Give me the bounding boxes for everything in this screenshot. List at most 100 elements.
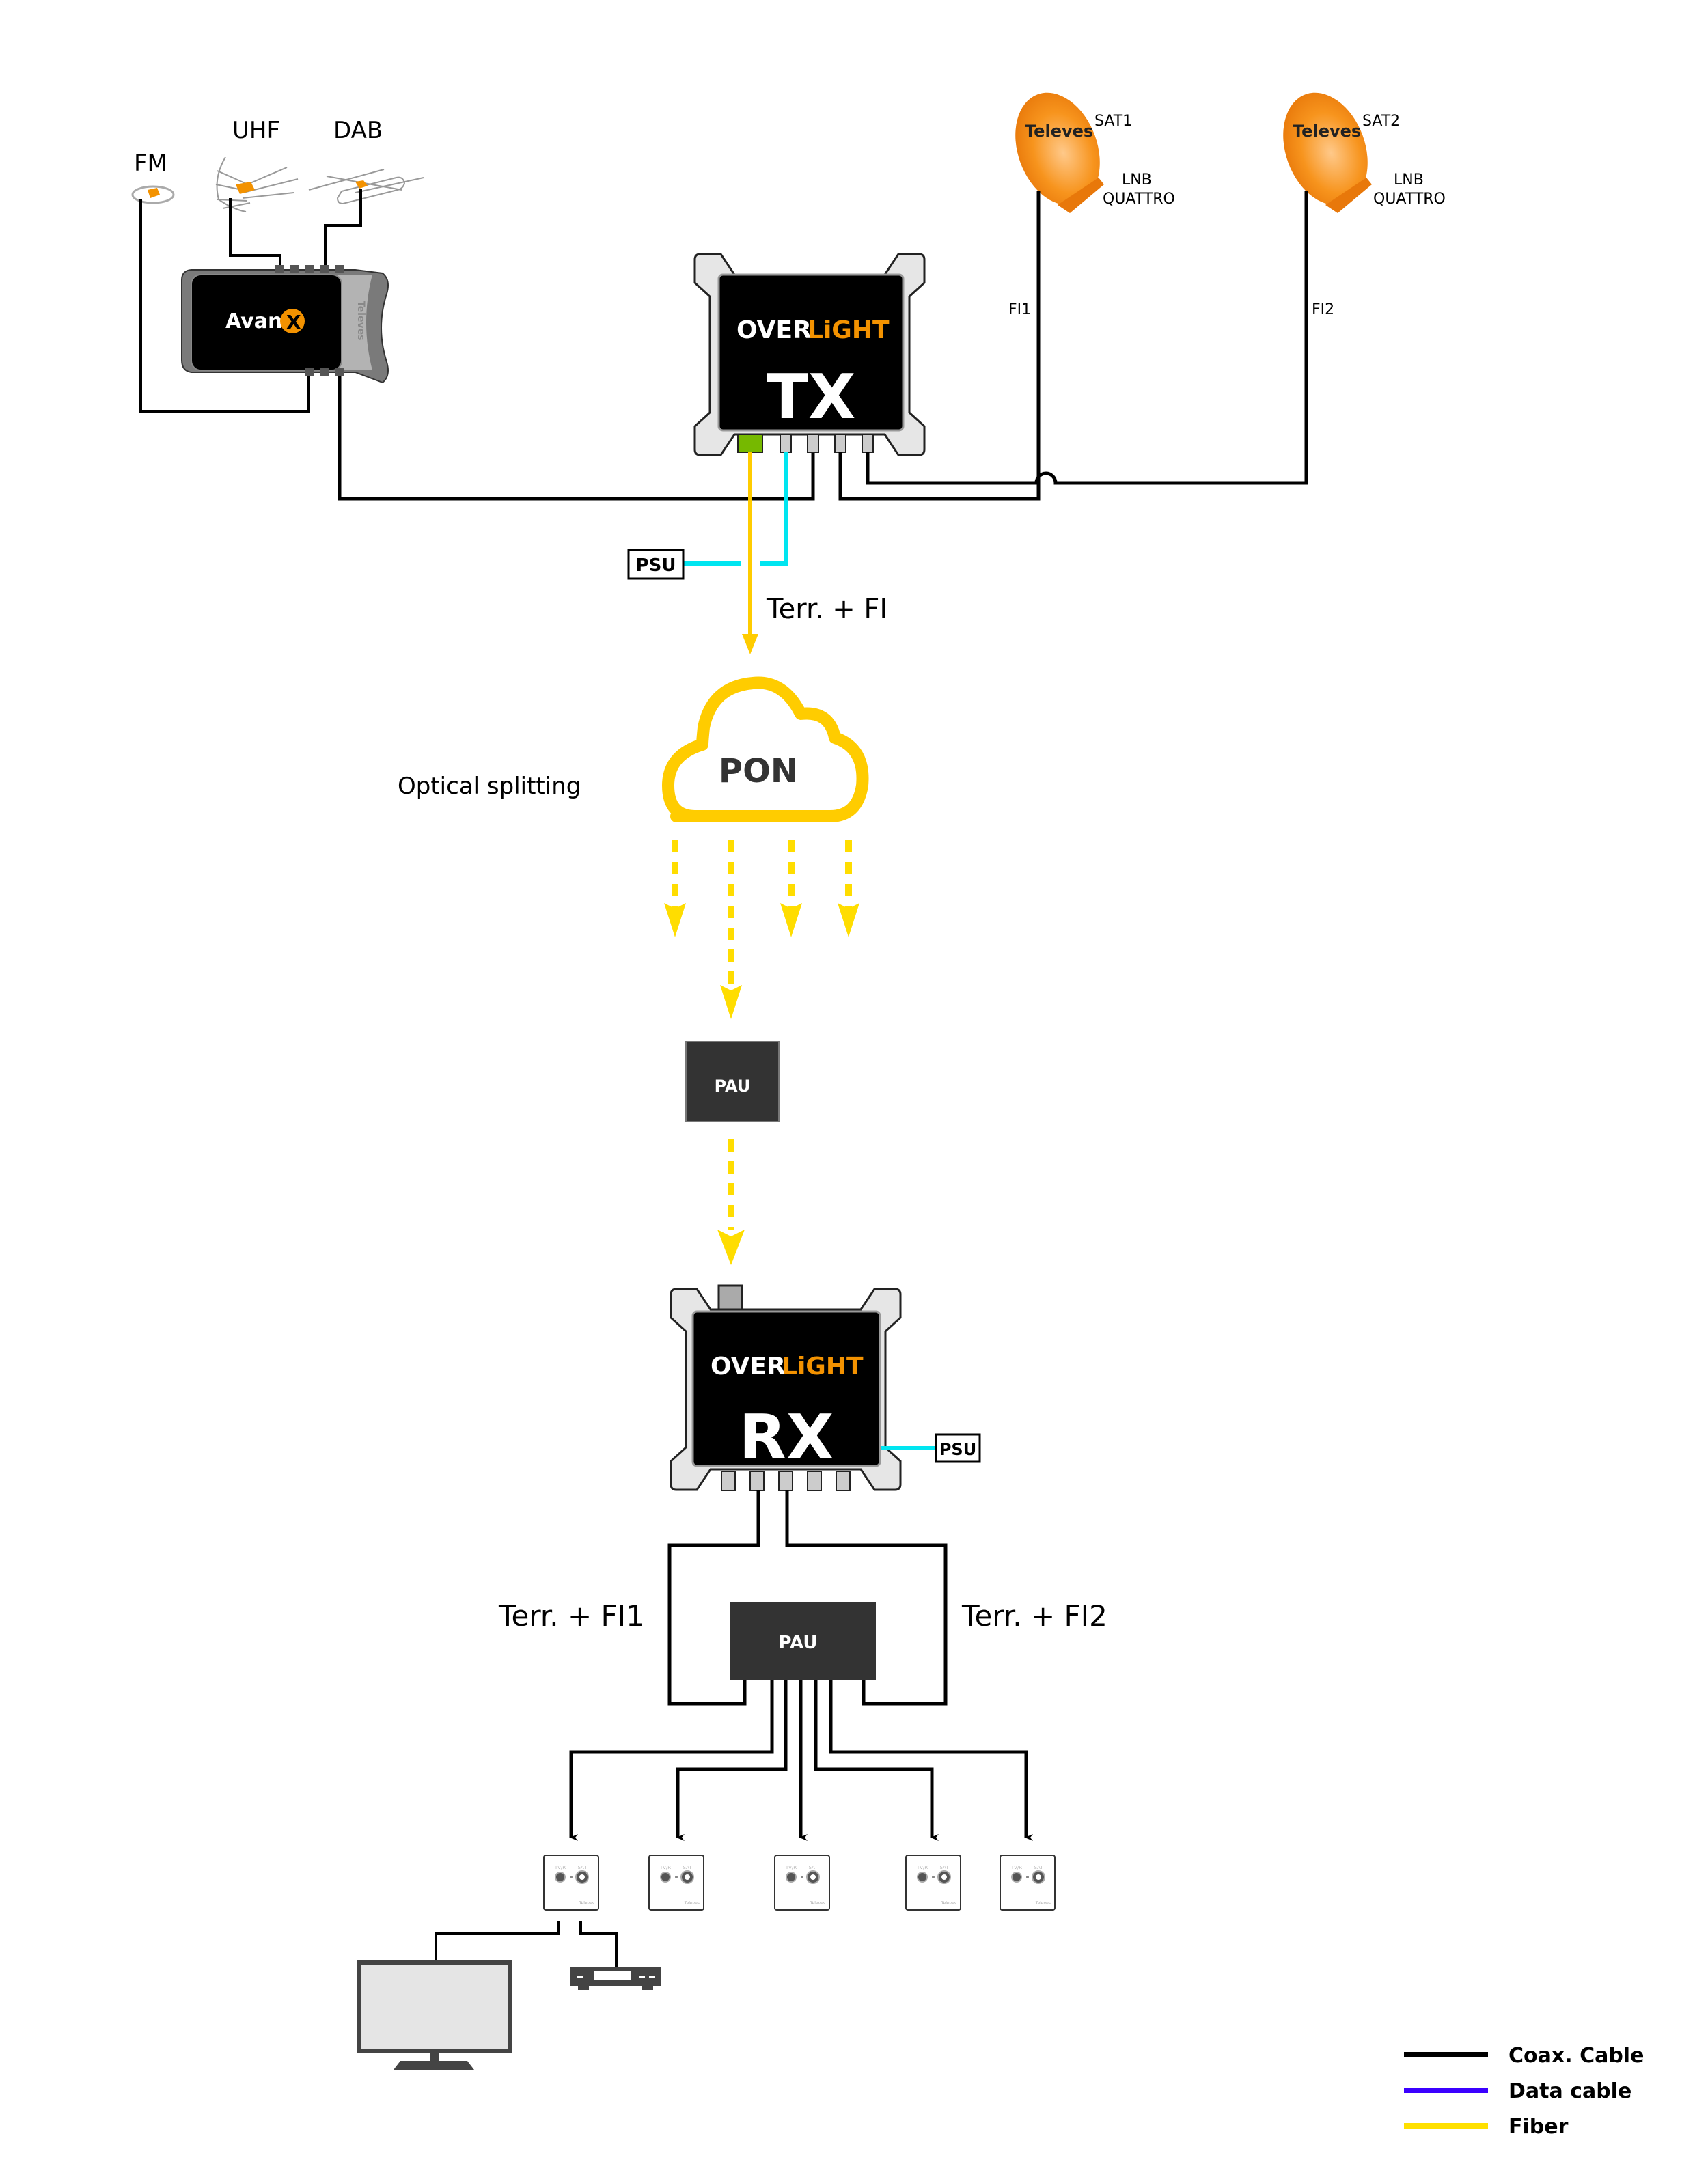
- headend-output-ports: [305, 368, 344, 376]
- split-arrow-1-icon: [664, 903, 686, 937]
- split-arrow-2-icon: [720, 985, 742, 1019]
- optical-splitting-label: Optical splitting: [398, 773, 581, 800]
- svg-text:LNB: LNB: [1394, 171, 1424, 189]
- fm-connector-icon: [148, 188, 160, 198]
- wall-socket: TV/R SAT Televes: [905, 1855, 961, 1911]
- uhf-cable: [229, 198, 281, 268]
- tx-fi1-port: [834, 434, 846, 453]
- socket-port2-label: SAT: [577, 1865, 587, 1870]
- socket-port1-label: TV/R: [785, 1865, 797, 1870]
- tx-power-cable: [683, 452, 788, 566]
- legend-label: Data cable: [1509, 2079, 1631, 2103]
- socket-to-stb-cable: [579, 1921, 618, 1967]
- socket-port2-label: SAT: [1034, 1865, 1043, 1870]
- socket-plate-icon: [905, 1855, 961, 1911]
- uhf-antenna-icon: [215, 156, 299, 212]
- cloud-icon: [662, 676, 869, 822]
- rx-output-right-label: Terr. + FI2: [961, 1599, 1107, 1633]
- tv-screen-icon: [357, 1960, 512, 2053]
- tv: [357, 1960, 512, 2070]
- wall-socket: TV/R SAT Televes: [1000, 1855, 1056, 1911]
- tv-port-icon: [555, 1872, 566, 1883]
- pau-coax-label: PAU: [778, 1633, 817, 1653]
- sat-dish-2: Televes SAT2 LNB QUATTRO FI2: [1283, 92, 1446, 318]
- socket-brand: Televes: [684, 1901, 700, 1906]
- overlight-rx: OVER LiGHT RX: [670, 1284, 902, 1491]
- dab-antenna: DAB: [308, 117, 424, 205]
- fiber-arrow-icon: [742, 634, 758, 654]
- distribution-cables: [569, 1680, 1033, 1841]
- overlight-tx: OVER LiGHT TX: [693, 253, 926, 456]
- socket-plate-icon: [774, 1855, 830, 1911]
- rx-output-left-label: Terr. + FI1: [498, 1599, 644, 1633]
- tx-logo-over: OVER: [736, 316, 812, 344]
- tx-psu-label: PSU: [636, 555, 676, 576]
- fi2-cable: [866, 191, 1308, 485]
- tv-port-icon: [786, 1872, 797, 1883]
- rx-fiber-connector: [717, 1284, 743, 1313]
- tx-fiber-port: [737, 434, 763, 453]
- set-top-box: [570, 1967, 661, 1990]
- headend-side-brand: Televes: [355, 301, 366, 340]
- rx-output-fi2-cable: [785, 1490, 948, 1706]
- socket-port1-label: TV/R: [916, 1865, 928, 1870]
- dab-label: DAB: [333, 117, 383, 144]
- fi1-label: FI1: [1008, 301, 1031, 318]
- dish-icon: [1015, 92, 1100, 206]
- pau-coax: [730, 1602, 876, 1680]
- dish-icon: [1283, 92, 1368, 206]
- avantx-logo-mark-icon: [280, 309, 305, 333]
- rx-port-1: [721, 1471, 736, 1491]
- socket-brand: Televes: [1035, 1901, 1051, 1906]
- rx-port-2: [749, 1471, 765, 1491]
- fm-antenna: FM: [131, 150, 175, 204]
- pau-fiber: [685, 1041, 780, 1122]
- fm-label: FM: [134, 150, 167, 177]
- sat2-label: SAT2: [1362, 113, 1400, 130]
- rx-logo-light: LiGHT: [782, 1353, 864, 1381]
- pau-fiber-label: PAU: [715, 1077, 751, 1096]
- socket-port1-label: TV/R: [659, 1865, 671, 1870]
- svg-text:QUATTRO: QUATTRO: [1103, 191, 1175, 208]
- split-arrow-3-icon: [780, 903, 802, 937]
- svg-text:Televes: Televes: [1025, 122, 1093, 141]
- rx-model-label: RX: [739, 1402, 834, 1473]
- tx-terr-port: [807, 434, 819, 453]
- split-outputs: [664, 840, 859, 1019]
- avantx-headend: Avant X Televes: [181, 265, 389, 384]
- dab-antenna-icon: [308, 169, 424, 205]
- fm-cable: [139, 199, 310, 413]
- pon-cloud: PON: [662, 676, 869, 822]
- socket-brand: Televes: [941, 1901, 956, 1906]
- socket-plate-icon: [543, 1855, 599, 1911]
- headend-to-tx-cable: [338, 376, 815, 501]
- socket-port1-label: TV/R: [1010, 1865, 1022, 1870]
- tv-stand-icon: [394, 2061, 474, 2070]
- headend-input-ports: [275, 265, 344, 273]
- tx-model-label: TX: [767, 361, 856, 433]
- rx-psu-label: PSU: [939, 1440, 976, 1459]
- tx-fi2-port: [862, 434, 874, 453]
- sat-dish-1: Televes SAT1 LNB QUATTRO FI1: [1008, 92, 1175, 318]
- tv-port-icon: [660, 1872, 671, 1883]
- tx-logo-light: LiGHT: [808, 316, 890, 344]
- socket-port2-label: SAT: [939, 1865, 949, 1870]
- split-arrow-4-icon: [838, 903, 859, 937]
- socket-brand: Televes: [810, 1901, 825, 1906]
- rx-port-4: [807, 1471, 822, 1491]
- socket-to-tv-cable: [435, 1921, 560, 1964]
- rx-port-5: [836, 1471, 851, 1491]
- rx-psu-box: [935, 1433, 981, 1463]
- sat1-label: SAT1: [1094, 113, 1132, 130]
- rx-output-fi1-cable: [667, 1490, 760, 1706]
- pau-to-rx-arrow-icon: [717, 1230, 745, 1265]
- dab-cable: [324, 189, 362, 268]
- svg-text:LNB: LNB: [1122, 171, 1152, 189]
- fi1-cable: [838, 191, 1041, 501]
- svg-text:X: X: [286, 311, 301, 333]
